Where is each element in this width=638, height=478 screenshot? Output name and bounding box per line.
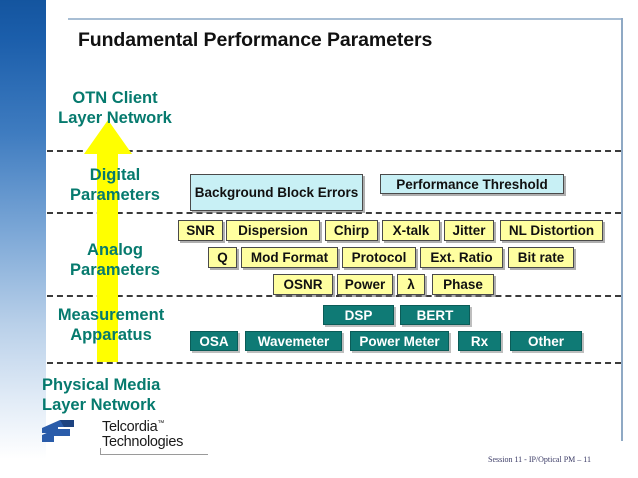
box-label: Other	[527, 333, 564, 349]
slide-footer: Session 11 - IP/Optical PM – 11	[488, 455, 591, 464]
box-jitter[interactable]: Jitter	[444, 220, 494, 241]
label-digital-line2: Parameters	[70, 186, 160, 204]
box-background-block-errors[interactable]: Background Block Errors	[190, 174, 363, 211]
trademark-symbol: ™	[157, 420, 165, 427]
box-osnr[interactable]: OSNR	[273, 274, 333, 295]
telcordia-logo: Telcordia™ Technologies	[40, 418, 210, 462]
box-label: Power Meter	[359, 333, 440, 349]
box-label: BERT	[416, 307, 454, 323]
box-label: Chirp	[333, 223, 370, 238]
page-title: Fundamental Performance Parameters	[78, 29, 433, 51]
slide-frame-right-rule	[621, 18, 623, 441]
logo-rule-cap	[100, 448, 101, 455]
label-digital-parameters: Digital Parameters	[30, 165, 200, 205]
box-dispersion[interactable]: Dispersion	[226, 220, 320, 241]
label-physical-media-layer-network: Physical Media Layer Network	[18, 375, 242, 415]
label-analog-line2: Parameters	[70, 261, 160, 279]
label-physical-line1: Physical Media	[42, 376, 161, 394]
box-label: Q	[217, 250, 228, 265]
box-label: DSP	[344, 307, 373, 323]
box-power-meter[interactable]: Power Meter	[350, 331, 449, 351]
box-label: OSA	[199, 333, 229, 349]
box-power[interactable]: Power	[337, 274, 393, 295]
box-mod-format[interactable]: Mod Format	[241, 247, 338, 268]
box-label: Background Block Errors	[194, 185, 359, 200]
label-measurement-line2: Apparatus	[70, 326, 152, 344]
label-otn-line1: OTN Client	[72, 89, 158, 107]
logo-name-line2: Technologies	[102, 434, 184, 451]
box-phase[interactable]: Phase	[432, 274, 494, 295]
separator-analog-measurement	[47, 295, 621, 297]
label-otn-client-layer-network: OTN Client Layer Network	[30, 88, 200, 128]
label-digital-line1: Digital	[89, 166, 141, 184]
box-dsp[interactable]: DSP	[323, 305, 394, 325]
box-label: NL Distortion	[508, 223, 595, 238]
box-bert[interactable]: BERT	[400, 305, 470, 325]
box-osa[interactable]: OSA	[190, 331, 238, 351]
separator-measurement-physical	[47, 362, 621, 364]
label-measurement-line1: Measurement	[57, 306, 165, 324]
label-measurement-apparatus: Measurement Apparatus	[26, 305, 196, 345]
separator-digital-analog	[47, 212, 621, 214]
box-chirp[interactable]: Chirp	[325, 220, 378, 241]
box-rx[interactable]: Rx	[458, 331, 501, 351]
logo-name-line1: Telcordia	[102, 418, 158, 435]
box-ext-ratio[interactable]: Ext. Ratio	[420, 247, 503, 268]
label-analog-parameters: Analog Parameters	[30, 240, 200, 280]
box-label: SNR	[186, 223, 215, 238]
label-analog-line1: Analog	[87, 241, 143, 259]
box-label: Performance Threshold	[396, 176, 548, 192]
telcordia-logo-text: Telcordia™ Technologies	[102, 416, 183, 451]
box-x-talk[interactable]: X-talk	[382, 220, 440, 241]
box-lambda[interactable]: λ	[397, 274, 425, 295]
box-label: OSNR	[283, 277, 323, 292]
box-label: Wavemeter	[257, 333, 330, 349]
box-label: Ext. Ratio	[430, 250, 493, 265]
box-nl-distortion[interactable]: NL Distortion	[500, 220, 603, 241]
label-otn-line2: Layer Network	[58, 109, 172, 127]
box-snr[interactable]: SNR	[178, 220, 223, 241]
upward-arrow-head-icon	[84, 120, 132, 154]
box-label: Bit rate	[517, 250, 565, 265]
telcordia-mark-icon	[42, 420, 74, 442]
box-protocol[interactable]: Protocol	[342, 247, 416, 268]
upward-arrow-shaft	[97, 150, 118, 362]
box-label: X-talk	[392, 223, 430, 238]
separator-otn-digital	[47, 150, 621, 152]
box-bit-rate[interactable]: Bit rate	[508, 247, 574, 268]
box-label: Protocol	[351, 250, 407, 265]
box-q[interactable]: Q	[208, 247, 237, 268]
label-physical-line2: Layer Network	[42, 396, 156, 414]
box-label: Mod Format	[250, 250, 329, 265]
box-performance-threshold[interactable]: Performance Threshold	[380, 174, 564, 194]
box-wavemeter[interactable]: Wavemeter	[245, 331, 342, 351]
box-label: λ	[407, 277, 415, 292]
left-gradient-bar	[0, 0, 46, 478]
box-label: Phase	[443, 277, 483, 292]
box-label: Jitter	[452, 223, 486, 238]
logo-rule	[100, 454, 208, 455]
title-frame-top-rule	[68, 18, 623, 20]
box-label: Rx	[470, 333, 489, 349]
box-label: Power	[344, 277, 386, 292]
box-label: Dispersion	[238, 223, 308, 238]
box-other[interactable]: Other	[510, 331, 582, 351]
